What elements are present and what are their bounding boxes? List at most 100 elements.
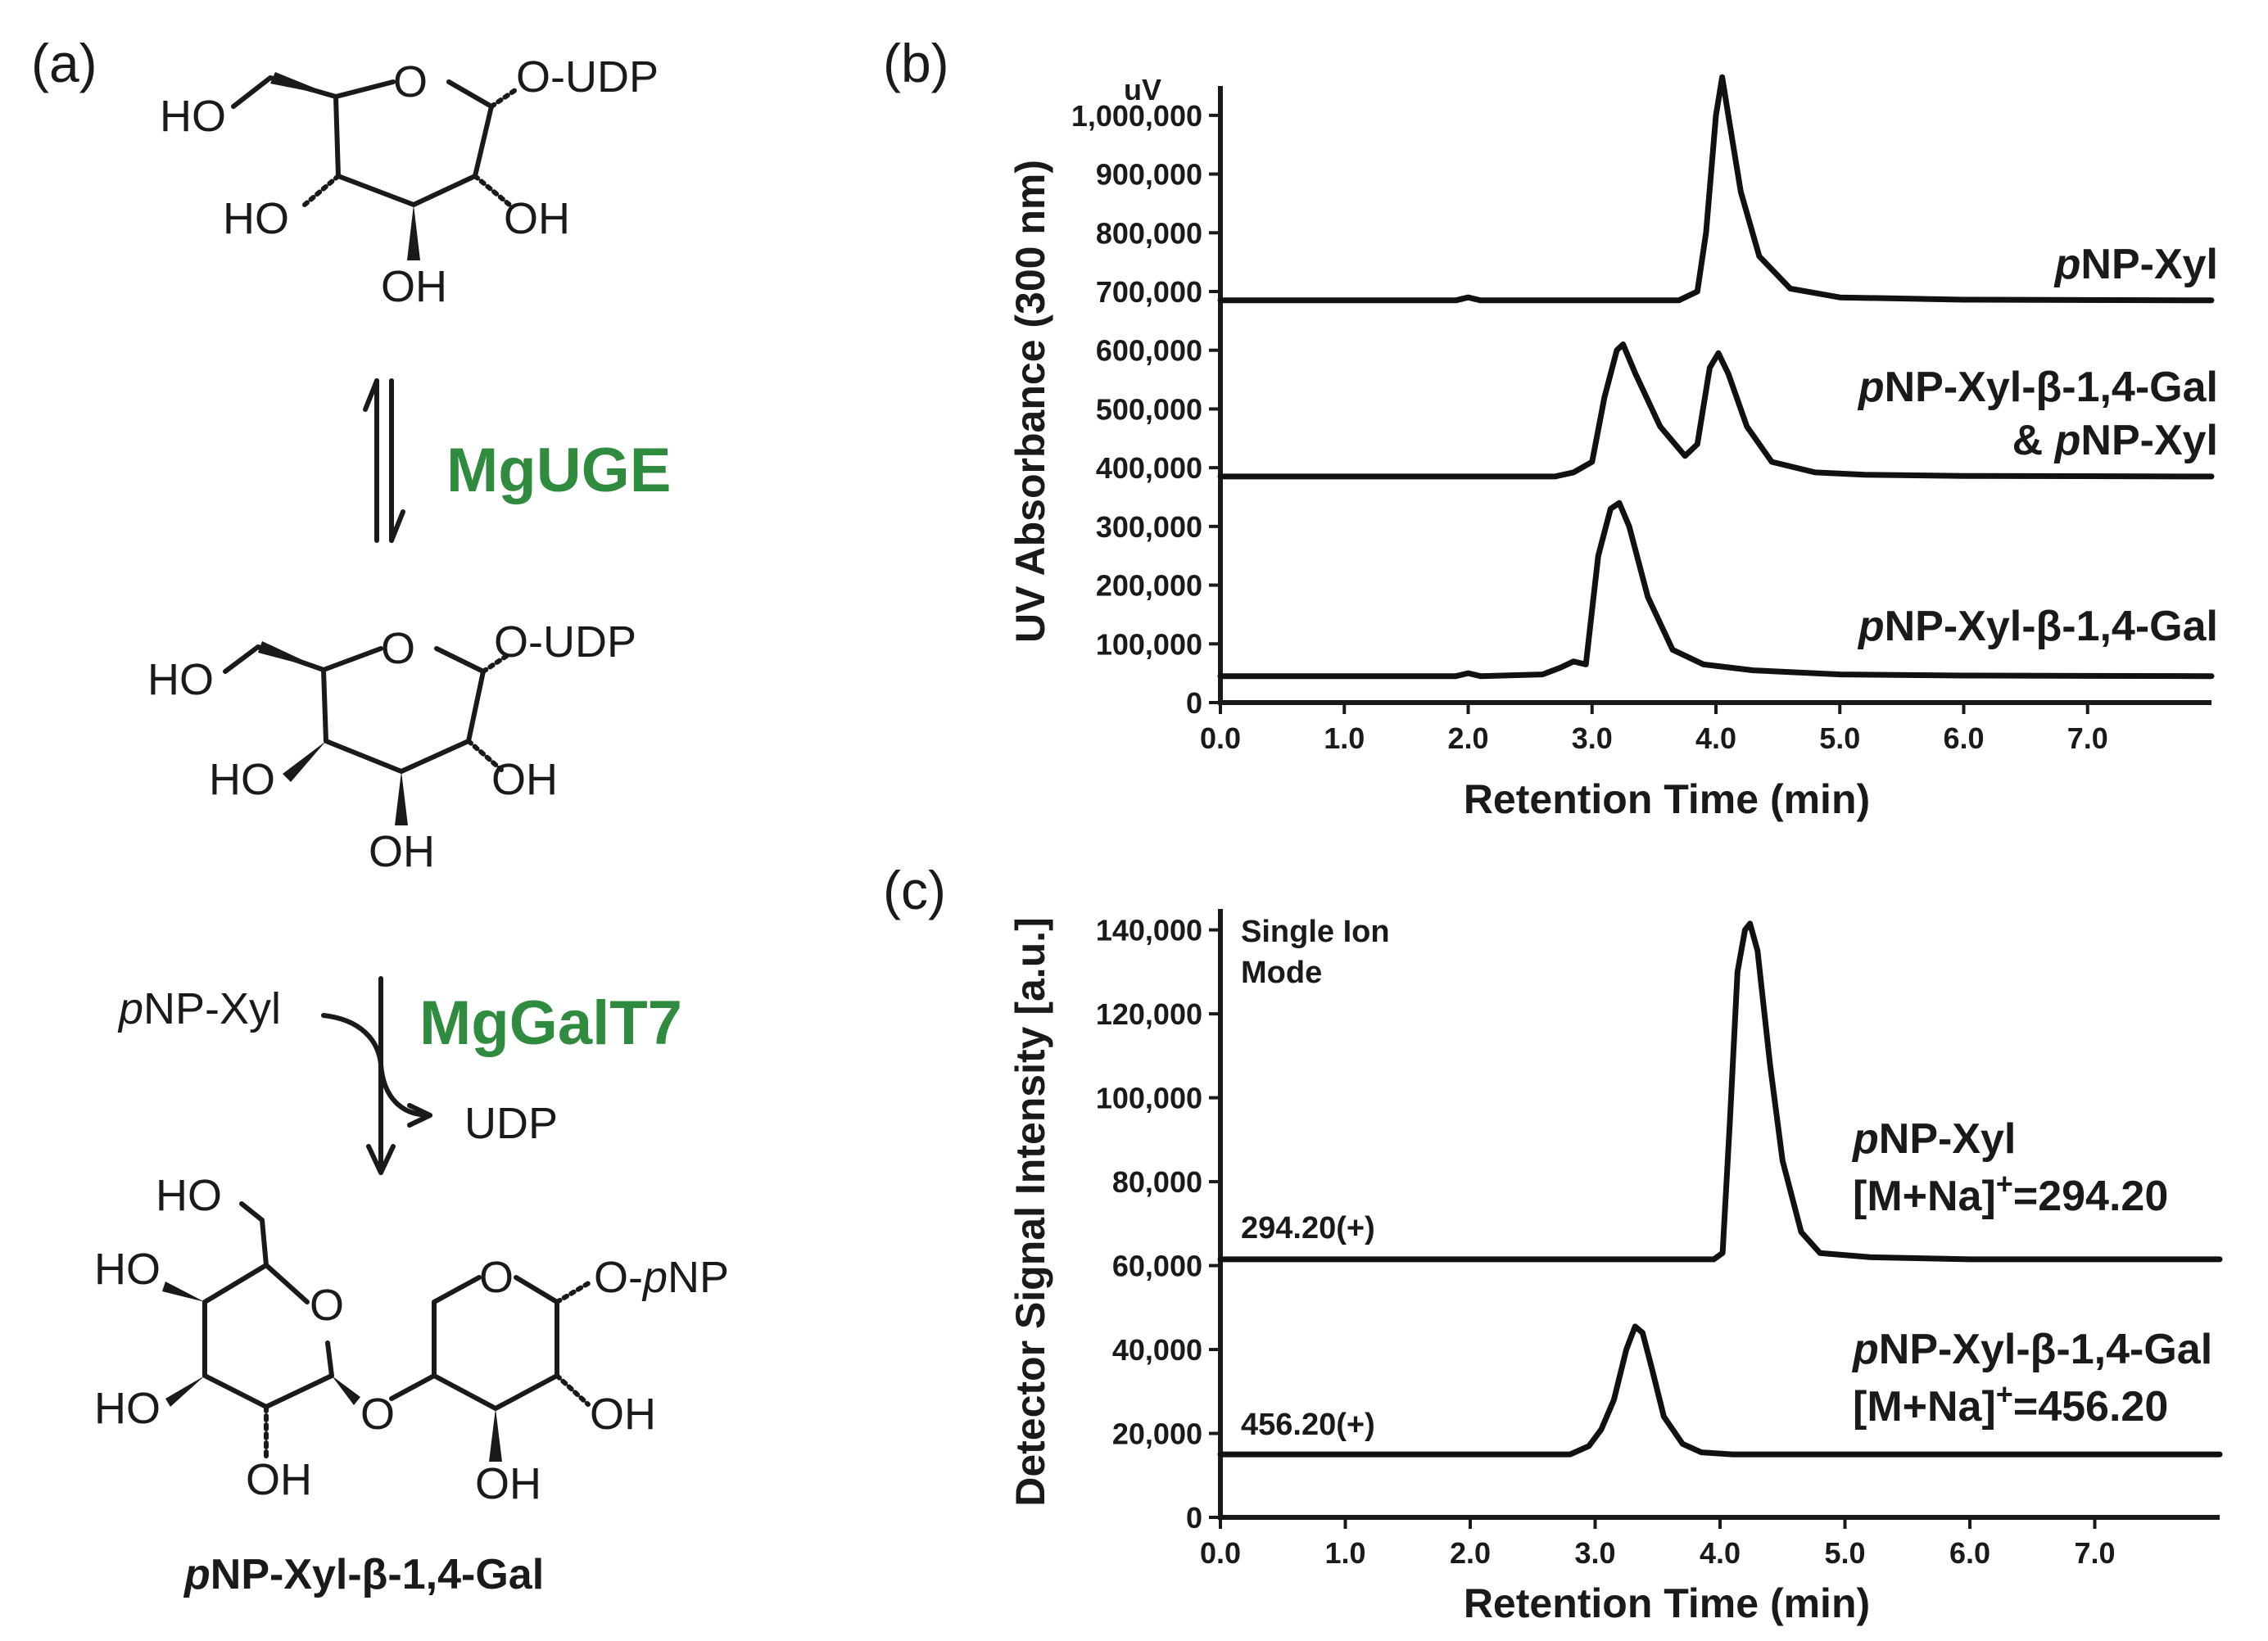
x-tick-label: 7.0 xyxy=(2074,1536,2115,1570)
chart-c-ticks: 0.0 1.0 2.0 3.0 4.0 5.0 6.0 7.0 0 20,000 40,000 60,… xyxy=(1096,914,2116,1570)
y-tick-label: 100,000 xyxy=(1096,1082,1202,1115)
chart-c-series-label-product: pNP-Xyl-β-1,4-Gal xyxy=(1851,1326,2212,1373)
x-tick-label: 6.0 xyxy=(1943,721,1984,755)
y-tick-label: 100,000 xyxy=(1096,627,1202,661)
prod-ho-3: HO xyxy=(94,1384,161,1433)
y-tick-label: 200,000 xyxy=(1096,569,1202,603)
udp-glucose-structure: O HO HO OH OH O-UDP xyxy=(160,52,659,311)
chart-b-series-label-pnp-xyl: pNP-Xyl xyxy=(2053,241,2218,288)
x-tick-label: 0.0 xyxy=(1200,1536,1241,1570)
x-tick-label: 1.0 xyxy=(1324,1536,1365,1570)
equilibrium-arrows xyxy=(363,378,405,543)
chart-c-trace-label-294: 294.20(+) xyxy=(1241,1211,1375,1245)
glc-ring-o: O xyxy=(393,57,428,106)
y-tick-label: 120,000 xyxy=(1096,997,1202,1031)
transfer-arrow xyxy=(321,976,432,1175)
series-line-1 xyxy=(1217,1323,2223,1458)
product-structure: O O O HO HO HO OH OH OH O-pNP xyxy=(94,1171,729,1508)
glc-ho-6: HO xyxy=(160,92,226,141)
series-line-0 xyxy=(1217,920,2223,1263)
y-tick-label: 1,000,000 xyxy=(1071,99,1202,133)
x-tick-label: 4.0 xyxy=(1700,1536,1741,1570)
chart-b-traces xyxy=(1217,74,2215,680)
prod-ho-6: HO xyxy=(156,1171,222,1220)
y-tick-label: 140,000 xyxy=(1096,914,1202,947)
prod-glycosidic-o: O xyxy=(360,1390,395,1439)
enzyme-mggalt7-label: MgGalT7 xyxy=(419,988,682,1058)
y-tick-label: 60,000 xyxy=(1112,1250,1202,1283)
x-tick-label: 7.0 xyxy=(2067,721,2108,755)
gal-ho-6: HO xyxy=(147,655,214,704)
x-tick-label: 1.0 xyxy=(1324,721,1365,755)
glc-oh-2: OH xyxy=(504,194,570,243)
glc-ho-4: HO xyxy=(223,194,289,243)
chart-b-axes xyxy=(1218,86,2211,705)
gal-oh-3: OH xyxy=(369,827,435,876)
gal-ring-o: O xyxy=(381,624,415,673)
chart-c-annotation-line1: Single Ion xyxy=(1241,915,1390,949)
y-tick-label: 500,000 xyxy=(1096,392,1202,426)
chart-c-traces xyxy=(1217,920,2223,1458)
prod-gal-ring-o: O xyxy=(310,1281,344,1330)
chart-b-x-axis-label: Retention Time (min) xyxy=(1464,776,1870,822)
prod-xyl-oh-2: OH xyxy=(590,1390,656,1439)
y-tick-label: 0 xyxy=(1186,1501,1202,1535)
y-tick-label: 600,000 xyxy=(1096,334,1202,368)
enzyme-mguge-label: MgUGE xyxy=(446,436,671,505)
chart-b-series-label-product: pNP-Xyl-β-1,4-Gal xyxy=(1857,603,2218,650)
x-tick-label: 4.0 xyxy=(1695,721,1736,755)
y-tick-label: 40,000 xyxy=(1112,1333,1202,1367)
x-tick-label: 5.0 xyxy=(1819,721,1860,755)
y-tick-label: 400,000 xyxy=(1096,451,1202,485)
chart-c-y-axis-label: Detector Signal Intensity [a.u.] xyxy=(1007,917,1053,1507)
gal-ho-4: HO xyxy=(209,755,275,804)
x-tick-label: 0.0 xyxy=(1200,721,1241,755)
x-tick-label: 3.0 xyxy=(1574,1536,1615,1570)
chart-c-x-axis-label: Retention Time (min) xyxy=(1464,1580,1870,1626)
y-tick-label: 700,000 xyxy=(1096,275,1202,309)
x-tick-label: 6.0 xyxy=(1949,1536,1990,1570)
chart-c-series-label-product-mass: [M+Na]+=456.20 xyxy=(1853,1377,2168,1431)
series-line-0 xyxy=(1217,74,2215,304)
chart-ms-chromatogram: 0.0 1.0 2.0 3.0 4.0 5.0 6.0 7.0 0 20,000 40,000 60,… xyxy=(1007,909,2223,1626)
prod-oh-2: OH xyxy=(246,1455,312,1504)
chart-b-series-label-mixture-line1: pNP-Xyl-β-1,4-Gal xyxy=(1857,364,2218,411)
y-tick-label: 300,000 xyxy=(1096,510,1202,544)
prod-xyl-oh-3: OH xyxy=(475,1459,541,1508)
udp-galactose-structure: O HO HO OH OH O-UDP xyxy=(147,617,636,876)
glc-oh-3: OH xyxy=(381,262,447,311)
x-tick-label: 5.0 xyxy=(1824,1536,1865,1570)
panel-c-label: (c) xyxy=(883,860,946,920)
gal-oh-2: OH xyxy=(491,755,558,804)
chart-c-annotation-line2: Mode xyxy=(1241,956,1322,990)
substrate-pnp-xyl: pNP-Xyl xyxy=(117,984,281,1033)
glc-o-udp: O-UDP xyxy=(516,52,659,102)
prod-ho-4: HO xyxy=(94,1245,161,1294)
y-tick-label: 80,000 xyxy=(1112,1165,1202,1199)
chart-c-axes xyxy=(1218,909,2220,1520)
y-tick-label: 800,000 xyxy=(1096,216,1202,250)
y-tick-label: 900,000 xyxy=(1096,158,1202,192)
byproduct-udp: UDP xyxy=(464,1099,558,1148)
chart-b-y-unit: uV xyxy=(1124,73,1161,106)
chart-c-trace-label-456: 456.20(+) xyxy=(1241,1408,1375,1442)
y-tick-label: 20,000 xyxy=(1112,1417,1202,1451)
panel-a-label: (a) xyxy=(31,33,97,93)
series-line-2 xyxy=(1217,500,2215,680)
prod-o-pnp: O-pNP xyxy=(594,1253,729,1302)
chart-c-series-label-pnp-xyl: pNP-Xyl xyxy=(1851,1115,2016,1163)
chart-b-series-label-mixture-line2: & pNP-Xyl xyxy=(2012,417,2218,464)
chart-c-series-label-pnp-xyl-mass: [M+Na]+=294.20 xyxy=(1853,1167,2168,1221)
product-name: pNP-Xyl-β-1,4-Gal xyxy=(183,1551,544,1598)
chart-b-y-axis-label: UV Absorbance (300 nm) xyxy=(1007,160,1053,643)
y-tick-label: 0 xyxy=(1186,686,1202,720)
gal-o-udp: O-UDP xyxy=(494,617,636,667)
series-line-1 xyxy=(1217,341,2215,480)
prod-xyl-ring-o: O xyxy=(479,1253,514,1302)
x-tick-label: 2.0 xyxy=(1450,1536,1491,1570)
panel-b-label: (b) xyxy=(883,33,949,93)
x-tick-label: 2.0 xyxy=(1447,721,1488,755)
